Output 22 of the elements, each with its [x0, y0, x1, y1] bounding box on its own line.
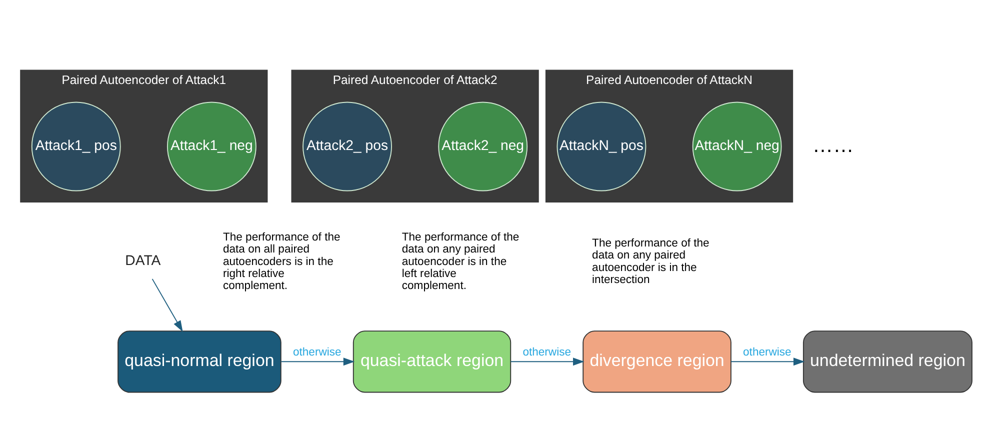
node-circle: Attack1_ pos [31, 102, 121, 192]
edge-label: otherwise [522, 346, 572, 359]
node-text: DATA [125, 252, 161, 268]
edge-label: otherwise [743, 346, 792, 359]
node-box: undetermined region [802, 330, 972, 393]
arrow [730, 358, 805, 366]
label: The performance of the data on any paired autoencoder is in the intersection [592, 237, 710, 286]
arrow [280, 358, 355, 366]
arrow [152, 278, 183, 332]
node-box: quasi-normal region [118, 330, 282, 393]
label: The performance of the data on all paired autoencoders is in the right relative complement. [222, 231, 340, 292]
node-circle: Attack2_ pos [302, 102, 392, 192]
label: …… [812, 134, 854, 157]
node-box: quasi-attack region [352, 330, 512, 393]
edge-label: otherwise [292, 346, 342, 359]
node-circle: Attack1_ neg [166, 102, 256, 192]
node-box: divergence region [582, 330, 732, 393]
arrow [510, 358, 584, 366]
node-circle: Attack2_ neg [438, 102, 528, 192]
node-circle: AttackN_ neg [692, 102, 782, 192]
node-circle: AttackN_ pos [556, 102, 646, 192]
label: The performance of the data on any paired autoencoder is in the left relative complement. [402, 231, 520, 292]
